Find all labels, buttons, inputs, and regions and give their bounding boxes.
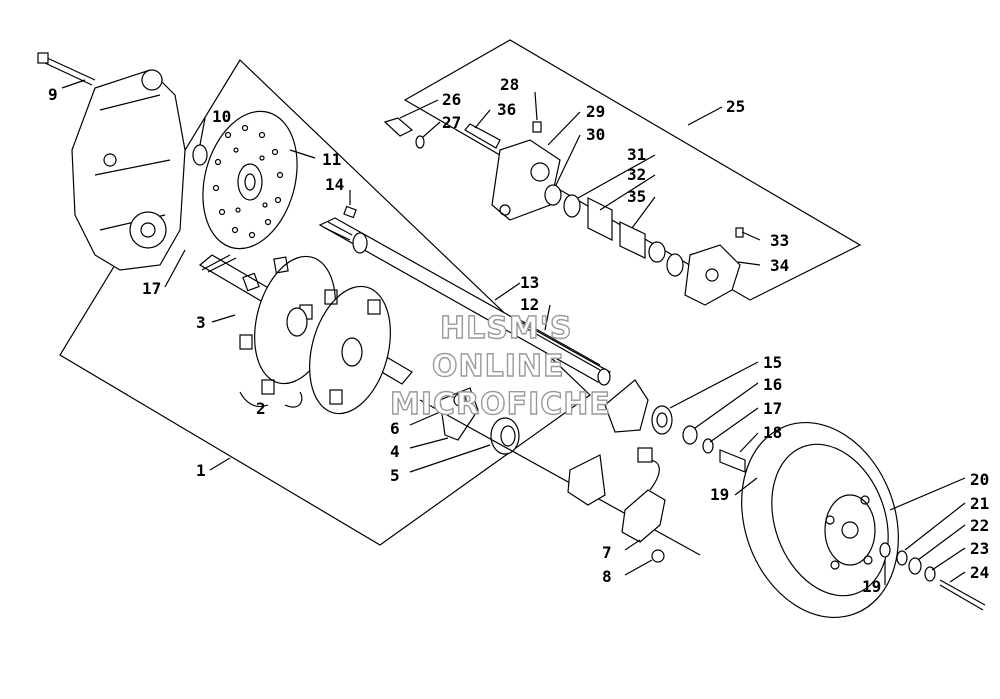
brake-pad-32 [587, 197, 613, 241]
callout-34: 34 [770, 256, 789, 275]
washer-23 [924, 566, 936, 582]
track-driver-2 [239, 255, 391, 415]
ring-31c [666, 253, 684, 277]
pin-36 [464, 123, 501, 149]
bolt-24 [939, 579, 986, 611]
pin-12 [519, 319, 601, 366]
callout-18: 18 [763, 423, 782, 442]
bearing-plate [604, 379, 649, 433]
caliper-body-34 [684, 244, 741, 306]
brake-pad-35 [619, 221, 646, 259]
callout-17b: 17 [763, 399, 782, 418]
callout-13: 13 [520, 273, 539, 292]
callout-16: 16 [763, 375, 782, 394]
callout-36: 36 [497, 100, 516, 119]
callout-labels: 9 10 11 14 17 3 2 1 13 12 6 4 5 7 8 15 1… [48, 75, 989, 596]
watermark-line-3: MICROFICHE [390, 387, 611, 422]
callout-28: 28 [500, 75, 519, 94]
watermark-line-2: ONLINE [432, 349, 565, 384]
watermark: HLSM'S ONLINE MICROFICHE [389, 310, 611, 422]
callout-24: 24 [970, 563, 989, 582]
callout-10: 10 [212, 107, 231, 126]
callout-23: 23 [970, 539, 989, 558]
piston-30 [544, 184, 562, 206]
callout-12: 12 [520, 295, 539, 314]
seal-31b [648, 241, 666, 263]
callout-17a: 17 [142, 279, 161, 298]
bearing-flange-6 [439, 387, 479, 441]
trigger-wheel [567, 454, 606, 506]
bleeder-26 [383, 117, 414, 137]
callout-31: 31 [627, 145, 646, 164]
jackshaft-13 [318, 217, 612, 386]
callout-15: 15 [763, 353, 782, 372]
caliper-29 [491, 139, 561, 221]
callout-26: 26 [442, 90, 461, 109]
callout-1: 1 [196, 461, 206, 480]
callout-25: 25 [726, 97, 745, 116]
callout-30: 30 [586, 125, 605, 144]
callout-9: 9 [48, 85, 58, 104]
callout-11: 11 [322, 150, 341, 169]
callout-5: 5 [390, 466, 400, 485]
callout-6: 6 [390, 419, 400, 438]
callout-2: 2 [256, 399, 266, 418]
nut-8 [651, 549, 665, 563]
callout-19a: 19 [710, 485, 729, 504]
callout-33: 33 [770, 231, 789, 250]
callout-32: 32 [627, 165, 646, 184]
watermark-line-1: HLSM'S [440, 311, 572, 346]
callout-8: 8 [602, 567, 612, 586]
callout-29: 29 [586, 102, 605, 121]
seal-31 [563, 194, 581, 218]
callout-35: 35 [627, 187, 646, 206]
bolt-9 [37, 52, 96, 86]
callout-22: 22 [970, 516, 989, 535]
callout-14: 14 [325, 175, 344, 194]
washer-22 [908, 557, 922, 575]
callout-19b: 19 [862, 577, 881, 596]
callout-21: 21 [970, 494, 989, 513]
callout-7: 7 [602, 543, 612, 562]
callout-20: 20 [970, 470, 989, 489]
chaincase-housing [71, 69, 186, 271]
callout-3: 3 [196, 313, 206, 332]
washer-27 [415, 135, 425, 149]
brake-disc-11 [202, 110, 298, 250]
screw-28 [532, 121, 542, 133]
sprocket-wheel-20 [741, 421, 899, 619]
washer-10 [192, 144, 208, 166]
o-ring-19 [879, 542, 891, 558]
callout-4: 4 [390, 442, 400, 461]
speed-sensor-7 [621, 447, 666, 543]
callout-27: 27 [442, 113, 461, 132]
leader-lines [61, 79, 966, 585]
seal-16 [682, 425, 698, 445]
washer-21 [896, 550, 908, 566]
bearing-5 [490, 417, 520, 455]
washer-17 [702, 438, 714, 454]
bearing-15 [651, 405, 673, 435]
key-14 [343, 205, 357, 219]
